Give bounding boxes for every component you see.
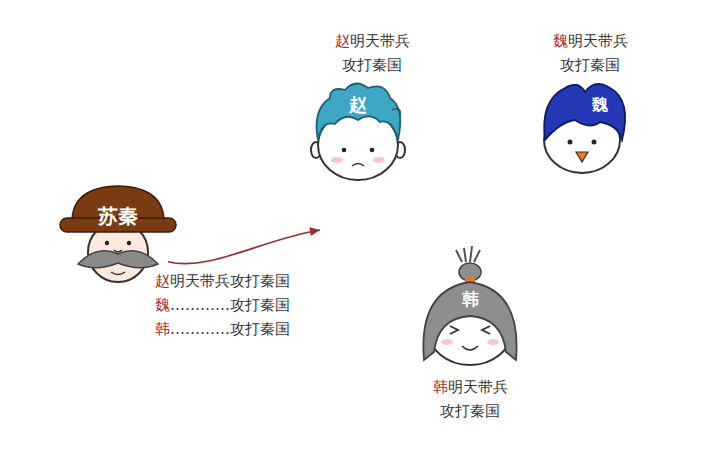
- zhao-head: [311, 83, 405, 180]
- character-name: 魏: [592, 95, 608, 115]
- highlight-char: 赵: [155, 272, 170, 290]
- message-line: 魏…………攻打秦国: [155, 296, 290, 314]
- highlight-char: 赵: [335, 32, 350, 50]
- wei-head: [544, 84, 625, 173]
- speech-caption: 赵明天带兵 攻打秦国: [328, 29, 416, 77]
- speech-caption: 魏明天带兵 攻打秦国: [546, 29, 634, 77]
- highlight-char: 魏: [553, 32, 568, 50]
- su-qin-figure: [60, 186, 176, 282]
- highlight-char: 韩: [155, 320, 170, 338]
- su-qin-node: 苏秦: [58, 183, 168, 288]
- arrow-head: [309, 227, 320, 236]
- character-name: 赵: [349, 94, 367, 116]
- highlight-char: 魏: [155, 296, 170, 314]
- han-node: 韩韩明天带兵 攻打秦国: [395, 250, 545, 425]
- speech-caption: 韩明天带兵 攻打秦国: [426, 375, 514, 423]
- character-name: 韩: [462, 289, 479, 310]
- han-head: [423, 246, 516, 365]
- hat-label: 苏秦: [98, 204, 138, 228]
- zhao-node: 赵赵明天带兵 攻打秦国: [297, 25, 447, 230]
- message-line: 韩…………攻打秦国: [155, 320, 290, 338]
- wei-node: 魏魏明天带兵 攻打秦国: [515, 25, 665, 185]
- arrow-line: [168, 230, 320, 264]
- message-line: 赵明天带兵攻打秦国: [155, 272, 290, 290]
- highlight-char: 韩: [433, 378, 448, 396]
- message-arrow: [168, 227, 320, 263]
